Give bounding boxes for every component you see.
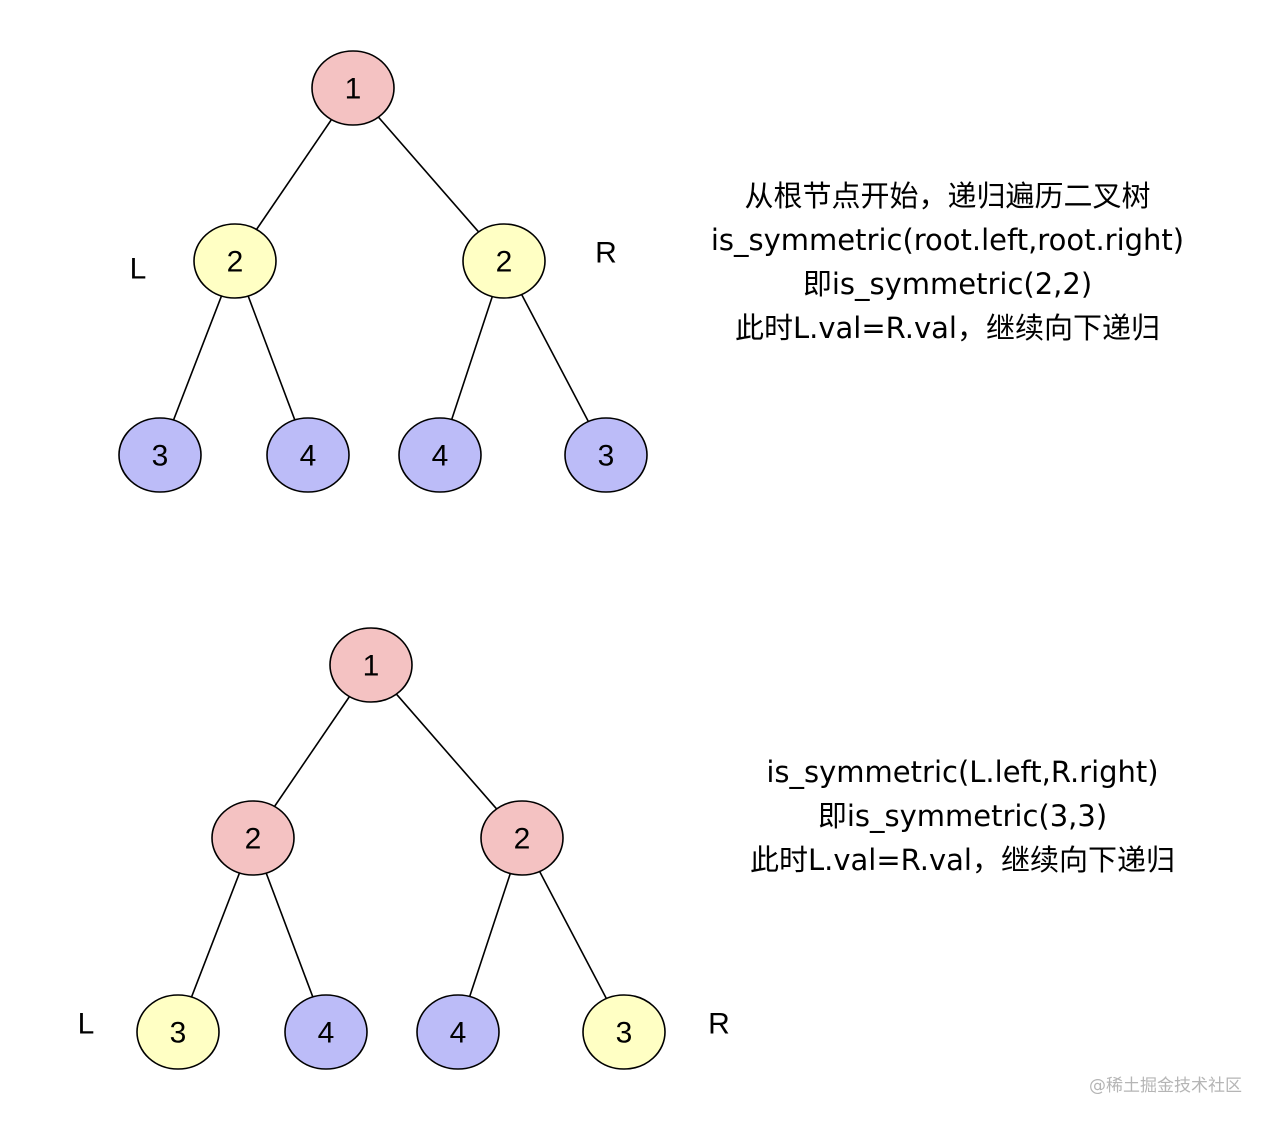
tree-edge [265, 872, 314, 998]
node-value: 4 [450, 1017, 467, 1050]
description-line: 从根节点开始，递归遍历二叉树 [744, 179, 1151, 213]
tree-2: 1 2 2 3 4 4 3 L R [78, 627, 730, 1070]
node-value: 4 [300, 440, 317, 473]
tree-node-root: 1 [329, 627, 413, 703]
description-line: 此时L.val=R.val，继续向下递归 [735, 311, 1160, 345]
node-circle [480, 800, 564, 876]
tree-edge [450, 296, 494, 420]
node-circle [564, 417, 648, 493]
tree-node-left: 2 [193, 223, 277, 299]
node-circle [398, 417, 482, 493]
tree-edge [190, 872, 241, 998]
node-circle [582, 994, 666, 1070]
description-line: is_symmetric(L.left,R.right) [766, 755, 1159, 789]
tree-edge [395, 693, 498, 810]
node-value: 3 [170, 1017, 187, 1050]
node-value: 2 [514, 823, 531, 856]
tree-node-left-right: 4 [266, 417, 350, 493]
node-value: 2 [496, 246, 513, 279]
node-circle [284, 994, 368, 1070]
description-line: is_symmetric(root.left,root.right) [710, 223, 1185, 257]
tree-node-left-right: 4 [284, 994, 368, 1070]
node-value: 1 [345, 73, 362, 106]
tree-edge [468, 873, 512, 997]
tree-node-root: 1 [311, 50, 395, 126]
node-circle [311, 50, 395, 126]
tree-1: 1 2 2 3 4 4 3 L R [118, 50, 648, 493]
node-circle [211, 800, 295, 876]
side-label-right: R [708, 1008, 730, 1041]
side-label-left: L [78, 1008, 95, 1041]
tree-1-description: 从根节点开始，递归遍历二叉树 is_symmetric(root.left,ro… [700, 174, 1195, 350]
tree-edge [520, 294, 590, 422]
node-value: 3 [152, 440, 169, 473]
description-line: 此时L.val=R.val，继续向下递归 [750, 843, 1175, 877]
node-circle [118, 417, 202, 493]
tree-edge [377, 116, 480, 233]
tree-node-right-right: 3 [582, 994, 666, 1070]
node-circle [462, 223, 546, 299]
node-value: 2 [227, 246, 244, 279]
description-line: 即is_symmetric(2,2) [802, 267, 1093, 301]
node-value: 4 [432, 440, 449, 473]
description-line: 即is_symmetric(3,3) [817, 799, 1108, 833]
node-value: 4 [318, 1017, 335, 1050]
tree-node-right-left: 4 [398, 417, 482, 493]
node-circle [329, 627, 413, 703]
tree-node-left-left: 3 [118, 417, 202, 493]
tree-node-right: 2 [462, 223, 546, 299]
node-value: 3 [616, 1017, 633, 1050]
tree-2-description: is_symmetric(L.left,R.right) 即is_symmetr… [720, 750, 1205, 882]
node-circle [266, 417, 350, 493]
watermark: @稀土掘金技术社区 [1089, 1076, 1242, 1096]
node-value: 3 [598, 440, 615, 473]
node-value: 1 [363, 650, 380, 683]
tree-edge [172, 295, 223, 421]
tree-edge [538, 871, 608, 999]
tree-node-left-left: 3 [136, 994, 220, 1070]
side-label-right: R [595, 237, 617, 270]
tree-node-right: 2 [480, 800, 564, 876]
tree-node-left: 2 [211, 800, 295, 876]
tree-node-right-right: 3 [564, 417, 648, 493]
tree-node-right-left: 4 [416, 994, 500, 1070]
tree-edge [273, 696, 351, 807]
tree-edge [255, 119, 333, 230]
node-circle [193, 223, 277, 299]
node-circle [136, 994, 220, 1070]
node-circle [416, 994, 500, 1070]
tree-edge [247, 295, 296, 421]
side-label-left: L [130, 253, 147, 286]
node-value: 2 [245, 823, 262, 856]
